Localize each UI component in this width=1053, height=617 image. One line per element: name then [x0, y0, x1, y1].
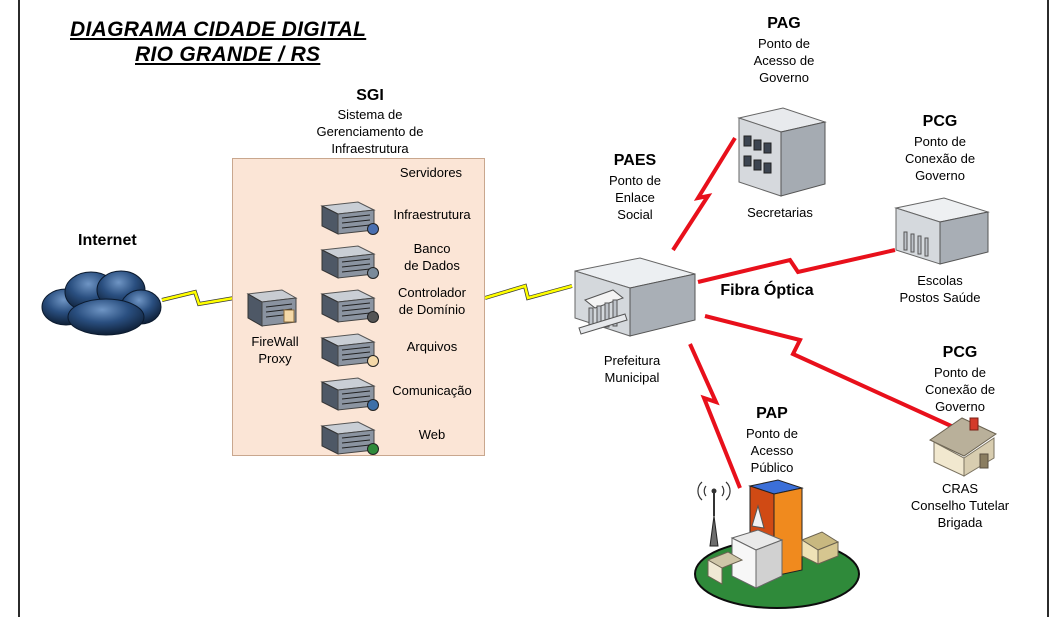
- server-row: Arquivos: [318, 328, 478, 368]
- pag-name-line3: Governo: [759, 70, 809, 85]
- house-icon: [928, 417, 998, 477]
- database-server-icon: [320, 245, 379, 279]
- pcg2-name-line1: Ponto de: [933, 365, 987, 380]
- pcg1-name-line2: Conexão de: [904, 151, 976, 166]
- link-paes-pcg1: [697, 248, 896, 284]
- pcg1-acronym: PCG: [922, 113, 958, 130]
- server-row: Web: [318, 416, 478, 456]
- pcg2-acronym: PCG: [942, 344, 978, 361]
- pcg1-site-line2: Postos Saúde: [899, 290, 981, 305]
- firewall-server-icon: [246, 289, 298, 327]
- link-paes-pcg2: [704, 314, 961, 432]
- pag-name-line1: Ponto de: [757, 36, 811, 51]
- sgi-name-line1: Sistema de: [337, 107, 403, 122]
- city-hall-icon: [574, 257, 696, 337]
- pcg2-site-line2: Conselho Tutelar: [910, 498, 1010, 513]
- diagram-title-line2: RIO GRANDE / RS: [135, 43, 321, 66]
- village-antenna-icon: [694, 479, 860, 609]
- pcg1-name-line3: Governo: [915, 168, 965, 183]
- school-building-icon: [894, 197, 990, 265]
- pcg2-name-line2: Conexão de: [924, 382, 996, 397]
- fibra-optica-label: Fibra Óptica: [720, 282, 814, 299]
- pag-site: Secretarias: [747, 205, 813, 220]
- paes-name-line2: Enlace: [615, 190, 655, 205]
- pap-acronym: PAP: [756, 405, 788, 422]
- pcg2-site-line1: CRAS: [941, 481, 979, 496]
- paes-acronym: PAES: [613, 152, 657, 169]
- servers-title: Servidores: [399, 165, 463, 180]
- diagram-title-line1: DIAGRAMA CIDADE DIGITAL: [70, 18, 367, 41]
- sgi-name-line3: Infraestrutura: [331, 141, 409, 156]
- pap-name-line2: Acesso: [750, 443, 794, 458]
- server-label: Comunicação: [392, 383, 472, 398]
- server-label: Infraestrutura: [393, 207, 471, 222]
- pag-acronym: PAG: [767, 15, 801, 32]
- server-icon: [320, 201, 379, 235]
- server-row: Controlador de Domínio: [318, 284, 478, 324]
- server-label: Web: [418, 427, 446, 442]
- server-row: Comunicação: [318, 372, 478, 412]
- internet-label: Internet: [78, 232, 137, 249]
- paes-name-line3: Social: [617, 207, 653, 222]
- firewall-label-line2: Proxy: [258, 351, 292, 366]
- pcg1-name-line1: Ponto de: [913, 134, 967, 149]
- pag-name-line2: Acesso de: [753, 53, 815, 68]
- communication-server-icon: [320, 377, 379, 411]
- domain-controller-icon: [320, 289, 379, 323]
- pcg2-name-line3: Governo: [935, 399, 985, 414]
- server-label: Banco: [413, 241, 451, 256]
- cloud-icon: [41, 270, 162, 336]
- firewall-label-line1: FireWall: [251, 334, 299, 349]
- pap-name-line1: Ponto de: [745, 426, 799, 441]
- pap-name-line3: Público: [750, 460, 794, 475]
- sgi-acronym: SGI: [356, 87, 384, 104]
- office-building-icon: [737, 107, 827, 197]
- link-paes-pag: [671, 136, 737, 252]
- file-server-icon: [320, 333, 379, 367]
- paes-site-line2: Municipal: [604, 370, 660, 385]
- server-row: Infraestrutura: [318, 196, 478, 236]
- right-frame-border: [1047, 0, 1049, 617]
- server-label: Controlador: [398, 285, 466, 300]
- server-label: de Dados: [404, 258, 460, 273]
- server-row: Banco de Dados: [318, 240, 478, 280]
- pcg1-site-line1: Escolas: [917, 273, 963, 288]
- web-server-icon: [320, 421, 379, 455]
- paes-name-line1: Ponto de: [608, 173, 662, 188]
- server-label: de Domínio: [398, 302, 466, 317]
- server-label: Arquivos: [406, 339, 458, 354]
- link-paes-pap: [688, 343, 742, 489]
- left-frame-border: [18, 0, 20, 617]
- sgi-name-line2: Gerenciamento de: [316, 124, 424, 139]
- pcg2-site-line3: Brigada: [937, 515, 983, 530]
- paes-site-line1: Prefeitura: [603, 353, 661, 368]
